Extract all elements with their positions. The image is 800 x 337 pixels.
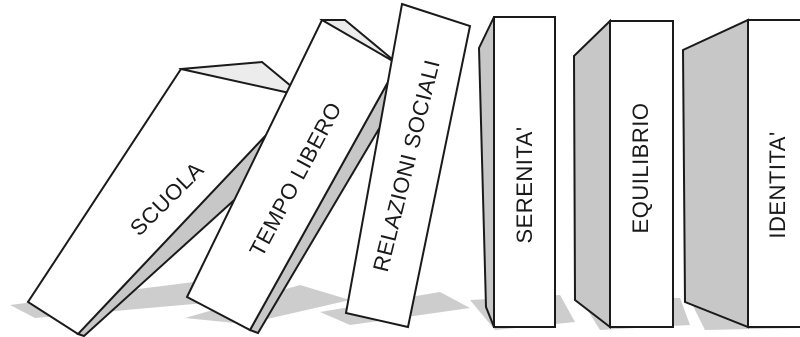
block-serenita-label: SERENITA': [512, 126, 537, 243]
block-equilibrio: EQUILIBRIO: [574, 21, 673, 327]
block-serenita: SERENITA': [479, 17, 555, 327]
block-identita: IDENTITA': [683, 20, 800, 327]
block-identita-side: [683, 20, 748, 327]
block-identita-label: IDENTITA': [765, 131, 790, 238]
block-equilibrio-label: EQUILIBRIO: [628, 103, 653, 234]
block-equilibrio-side: [574, 21, 610, 327]
block-serenita-side: [479, 17, 494, 327]
